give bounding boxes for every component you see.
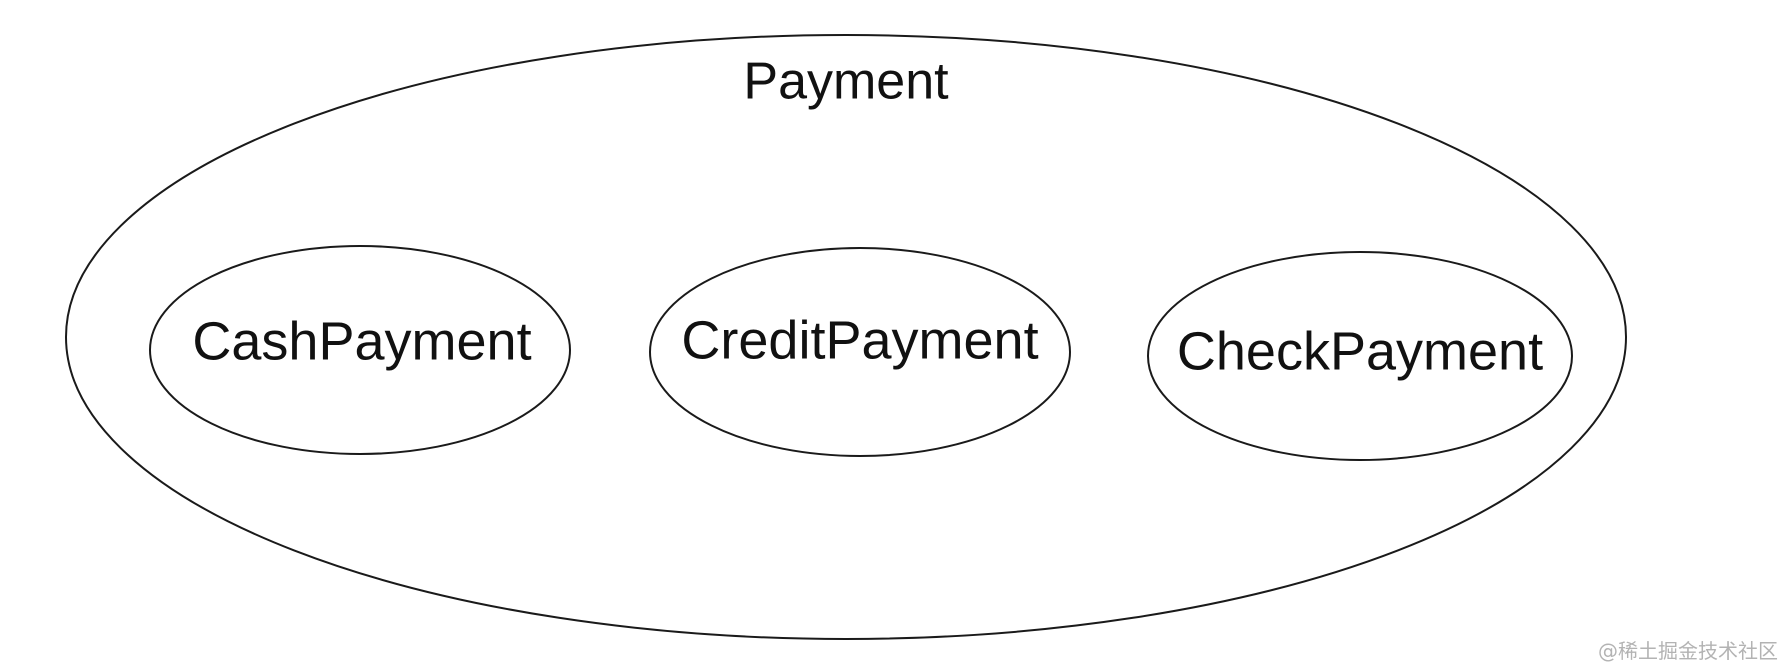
credit-payment-ellipse <box>649 247 1071 457</box>
child-node-cash-payment: CashPayment <box>149 245 571 455</box>
check-payment-label: CheckPayment <box>1177 321 1543 381</box>
cash-payment-ellipse <box>149 245 571 455</box>
child-node-check-payment: CheckPayment <box>1147 251 1573 461</box>
payment-label: Payment <box>743 53 949 111</box>
credit-payment-label: CreditPayment <box>681 310 1038 370</box>
child-node-credit-payment: CreditPayment <box>649 247 1071 457</box>
payment-ellipse <box>65 34 1627 640</box>
cash-payment-label: CashPayment <box>192 311 531 371</box>
check-payment-ellipse <box>1147 251 1573 461</box>
watermark-text: @稀土掘金技术社区 <box>1598 639 1778 663</box>
parent-node-payment: Payment <box>65 34 1627 640</box>
